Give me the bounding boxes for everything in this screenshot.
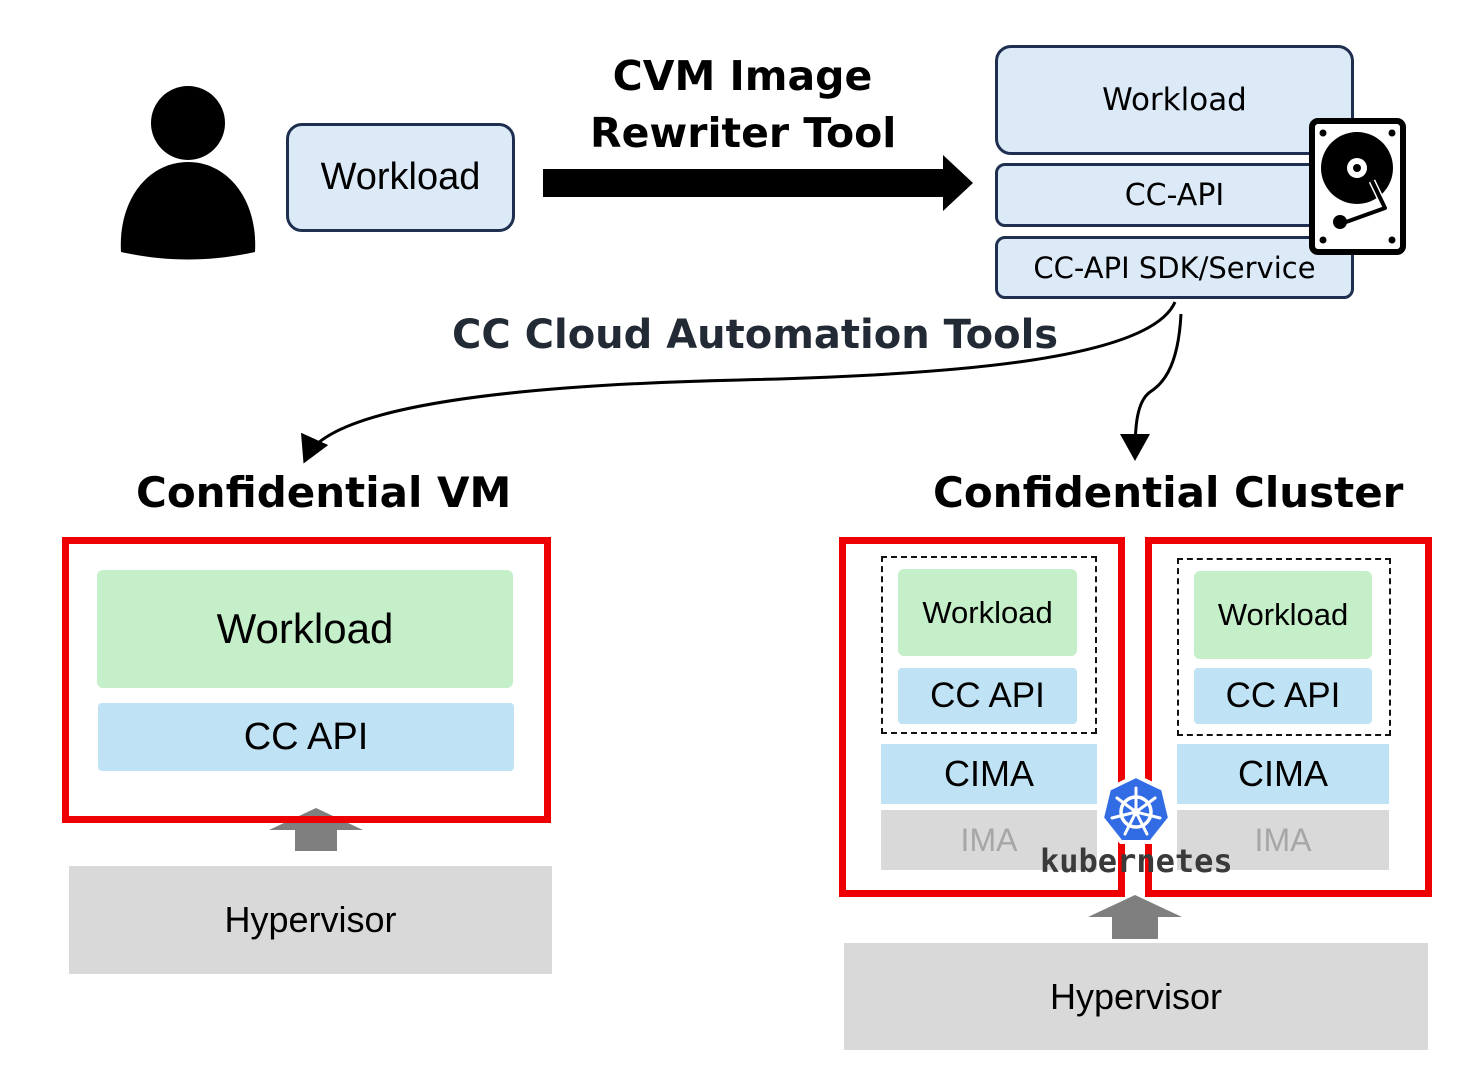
node-2-workload-box: Workload (1194, 571, 1372, 659)
user-workload-label: Workload (320, 156, 481, 198)
cluster-node-2-pod (1177, 558, 1391, 736)
confidential-cluster-title: Confidential Cluster (933, 468, 1404, 517)
node-2-cc-api-box: CC API (1194, 668, 1372, 724)
hypervisor-up-arrow-vm (269, 808, 363, 851)
user-workload-box: Workload (286, 123, 515, 232)
cluster-node-2-frame (1145, 537, 1432, 897)
automation-arrow-to-vm (301, 301, 1177, 464)
confidential-vm-frame (62, 537, 551, 823)
kubernetes-wordmark: kubernetes (1040, 842, 1233, 880)
image-cc-api-box: CC-API (995, 163, 1354, 227)
cluster-hypervisor-box: Hypervisor (844, 943, 1428, 1050)
rewriter-arrow (543, 155, 973, 211)
hypervisor-up-arrow-cluster (1088, 895, 1182, 939)
confidential-vm-title: Confidential VM (136, 468, 512, 517)
rewriter-tool-title: CVM Image Rewriter Tool (590, 52, 897, 157)
node-2-cima-box: CIMA (1177, 744, 1389, 804)
node-1-cc-api-box: CC API (898, 668, 1077, 724)
vm-cc-api-box: CC API (98, 703, 514, 771)
automation-tools-title: CC Cloud Automation Tools (452, 312, 1059, 358)
image-workload-box: Workload (995, 45, 1354, 155)
cluster-node-1-pod (881, 556, 1097, 734)
image-sdk-service-box: CC-API SDK/Service (995, 236, 1354, 299)
cluster-node-1-frame (839, 537, 1125, 897)
automation-arrow-to-cluster (1120, 313, 1183, 461)
node-1-ima-box: IMA (881, 810, 1097, 870)
node-2-ima-box: IMA (1177, 810, 1389, 870)
node-1-workload-box: Workload (898, 569, 1077, 656)
vm-workload-box: Workload (97, 570, 513, 688)
vm-hypervisor-box: Hypervisor (69, 866, 552, 974)
node-1-cima-box: CIMA (881, 744, 1097, 804)
